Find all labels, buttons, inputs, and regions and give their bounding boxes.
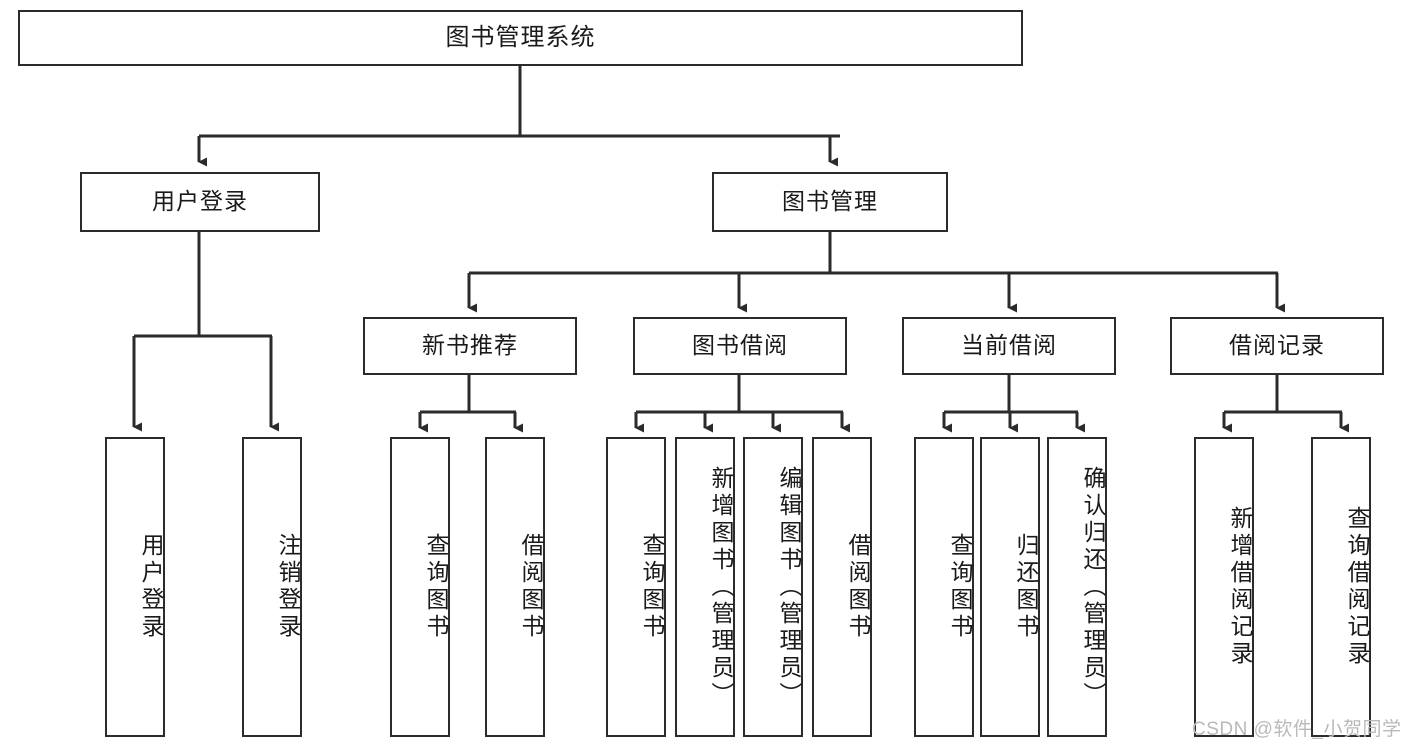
leaf-user-login-login[interactable]: 用户登录 <box>105 437 165 737</box>
node-current-borrow[interactable]: 当前借阅 <box>902 317 1116 375</box>
node-user-login[interactable]: 用户登录 <box>80 172 320 232</box>
node-new-book-recommend[interactable]: 新书推荐 <box>363 317 577 375</box>
leaf-label: 查询图书 <box>639 533 665 641</box>
leaf-book-borrow-query[interactable]: 查询图书 <box>606 437 666 737</box>
leaf-label: 确认归还（管理员） <box>1080 465 1106 709</box>
leaf-borrow-record-query[interactable]: 查询借阅记录 <box>1311 437 1371 737</box>
leaf-label: 归还图书 <box>1013 533 1039 641</box>
leaf-label: 借阅图书 <box>518 533 544 641</box>
node-borrow-record[interactable]: 借阅记录 <box>1170 317 1384 375</box>
leaf-label: 新增图书（管理员） <box>708 465 734 709</box>
leaf-book-borrow-edit[interactable]: 编辑图书（管理员） <box>743 437 803 737</box>
node-book-management[interactable]: 图书管理 <box>712 172 948 232</box>
leaf-label: 新增借阅记录 <box>1227 506 1253 668</box>
leaf-label: 编辑图书（管理员） <box>776 465 802 709</box>
leaf-book-borrow-borrow[interactable]: 借阅图书 <box>812 437 872 737</box>
leaf-label: 查询图书 <box>947 533 973 641</box>
leaf-label: 用户登录 <box>138 533 164 641</box>
leaf-new-book-borrow[interactable]: 借阅图书 <box>485 437 545 737</box>
leaf-current-borrow-return[interactable]: 归还图书 <box>980 437 1040 737</box>
leaf-user-login-logout[interactable]: 注销登录 <box>242 437 302 737</box>
leaf-borrow-record-add[interactable]: 新增借阅记录 <box>1194 437 1254 737</box>
leaf-current-borrow-query[interactable]: 查询图书 <box>914 437 974 737</box>
leaf-label: 查询图书 <box>423 533 449 641</box>
leaf-new-book-query[interactable]: 查询图书 <box>390 437 450 737</box>
node-book-borrow[interactable]: 图书借阅 <box>633 317 847 375</box>
leaf-label: 注销登录 <box>275 533 301 641</box>
csdn-watermark: CSDN @软件_小贺同学 <box>1192 719 1402 740</box>
leaf-book-borrow-add[interactable]: 新增图书（管理员） <box>675 437 735 737</box>
leaf-current-borrow-confirm-return[interactable]: 确认归还（管理员） <box>1047 437 1107 737</box>
node-root-system[interactable]: 图书管理系统 <box>18 10 1023 66</box>
leaf-label: 查询借阅记录 <box>1344 506 1370 668</box>
leaf-label: 借阅图书 <box>845 533 871 641</box>
